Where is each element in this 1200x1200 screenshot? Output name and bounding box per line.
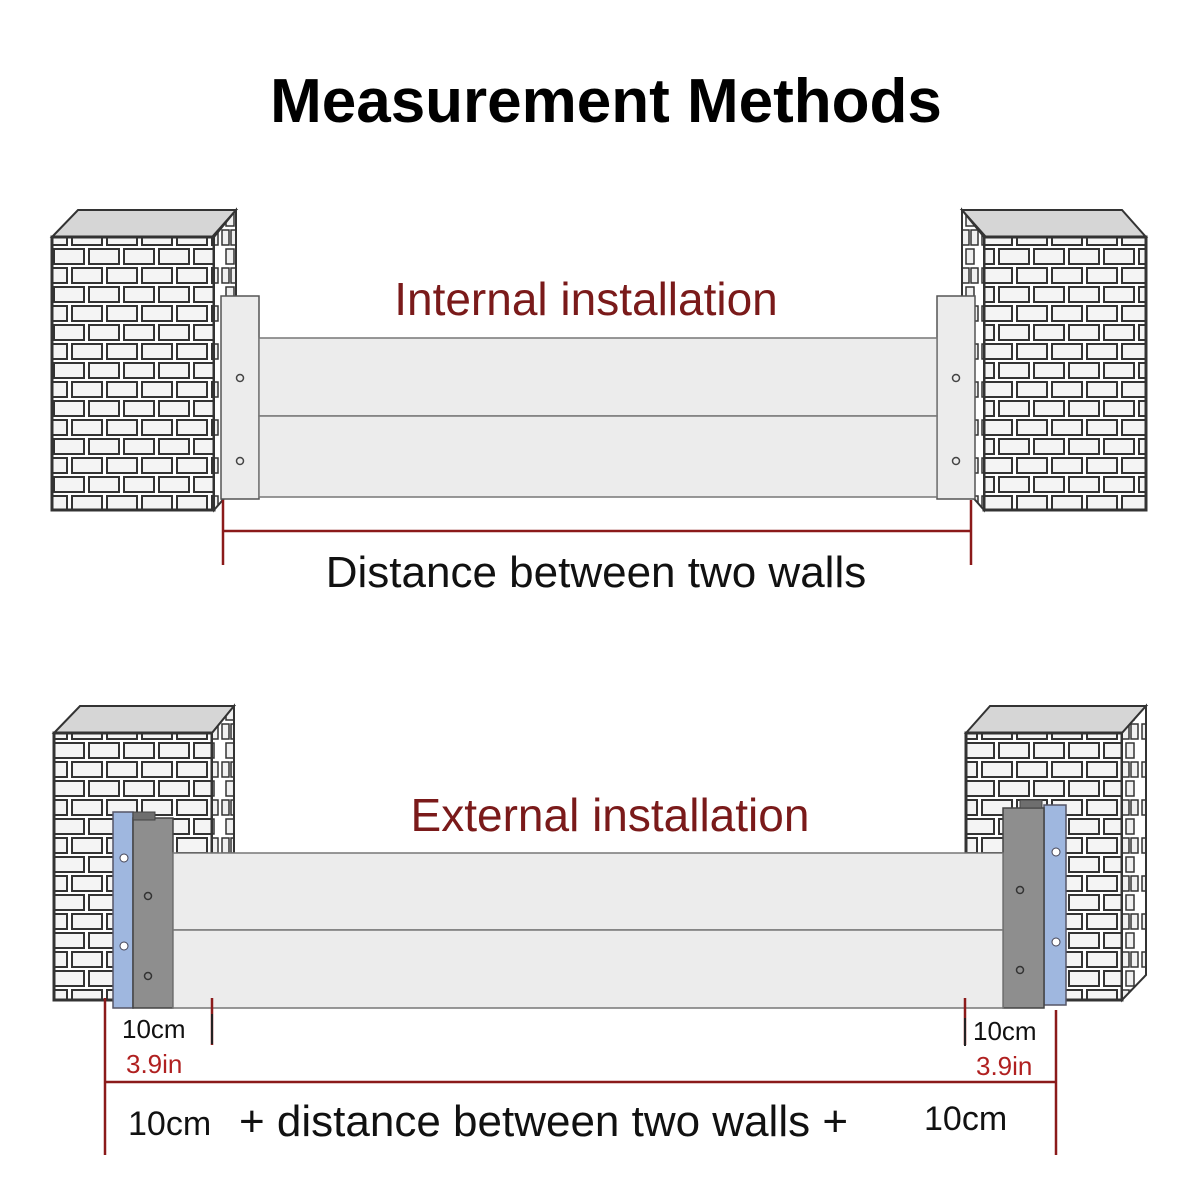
right-offset-in: 3.9in: [976, 1051, 1032, 1081]
right-brick-pillar: [959, 207, 1149, 513]
internal-caption: Distance between two walls: [326, 548, 866, 597]
bolt-icon: [951, 373, 961, 383]
external-caption-middle: + distance between two walls +: [239, 1097, 848, 1146]
page-title: Measurement Methods: [270, 67, 942, 136]
internal-dimension-line: [221, 500, 973, 565]
right-blue-bracket: [1043, 804, 1067, 1006]
external-caption-left: 10cm: [128, 1105, 211, 1143]
left-blue-bracket: [112, 811, 134, 1009]
internal-installation-figure: Internal installation Distance between t…: [49, 207, 1149, 597]
right-gray-post: [1002, 799, 1045, 1009]
bolt-icon: [235, 456, 245, 466]
bolt-icon: [235, 373, 245, 383]
barrier-panel-top: [258, 337, 938, 417]
external-caption-right: 10cm: [924, 1100, 1007, 1138]
left-gray-post: [132, 811, 174, 1009]
left-brick-pillar: [49, 207, 239, 513]
right-channel-post: [936, 295, 976, 500]
barrier-panel-bottom: [172, 929, 1004, 1009]
right-offset-cm: 10cm: [973, 1016, 1037, 1046]
left-offset-cm: 10cm: [122, 1014, 186, 1044]
left-offset-in: 3.9in: [126, 1049, 182, 1079]
external-installation-label: External installation: [411, 789, 810, 841]
external-installation-figure: External installation 10cm 3.9in 10cm 3.…: [51, 703, 1149, 1155]
barrier-panel-top: [172, 852, 1004, 931]
left-channel-post: [220, 295, 260, 500]
small-tick-marks: [211, 1014, 966, 1046]
internal-installation-label: Internal installation: [394, 273, 778, 325]
barrier-panel-bottom: [258, 415, 938, 498]
bolt-icon: [951, 456, 961, 466]
